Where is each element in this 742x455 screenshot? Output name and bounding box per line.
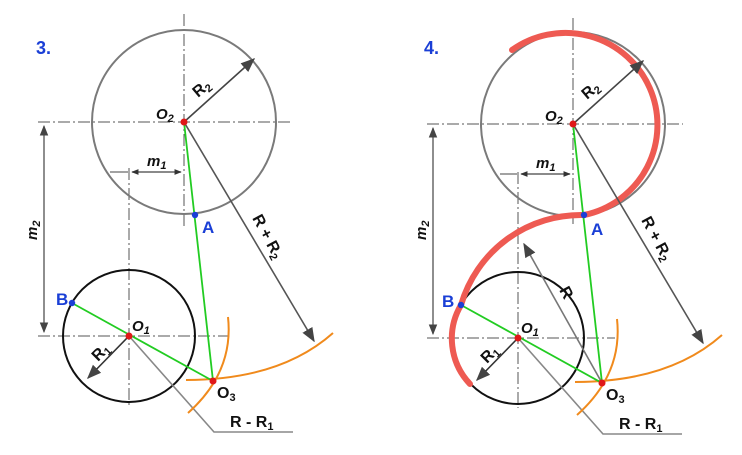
o2-sub: 2 bbox=[556, 115, 563, 127]
radius-r1-arrow bbox=[475, 337, 519, 382]
radius-r-plus-r2-arrow bbox=[572, 123, 704, 345]
centerlines-o1 bbox=[38, 168, 228, 408]
radius-r2-arrow bbox=[183, 58, 256, 123]
svg-text:R1: R1 bbox=[478, 342, 504, 368]
r-plus-r2-label: R + R bbox=[637, 214, 672, 259]
point-b-dot bbox=[68, 299, 76, 307]
radius-r-arrow bbox=[523, 242, 603, 384]
center-o3-dot bbox=[598, 379, 606, 387]
point-a-dot bbox=[191, 211, 199, 219]
dimension-m1: m1 bbox=[500, 155, 571, 177]
m1-label: m bbox=[536, 155, 549, 172]
r-plus-r2-sub: 2 bbox=[655, 254, 668, 265]
arc-r-plus-r2 bbox=[185, 332, 334, 381]
conjugate-curve-lower bbox=[448, 302, 473, 387]
circle-o1 bbox=[62, 269, 196, 403]
circle-o2 bbox=[91, 29, 277, 215]
point-a-label: A bbox=[202, 218, 214, 237]
arc-r-plus-r2 bbox=[574, 334, 723, 383]
svg-text:m1: m1 bbox=[536, 155, 555, 174]
svg-text:O1: O1 bbox=[521, 320, 539, 339]
svg-text:m2: m2 bbox=[24, 221, 43, 240]
svg-text:O2: O2 bbox=[545, 108, 563, 127]
green-connectors bbox=[71, 121, 214, 382]
o2-label: O bbox=[156, 106, 168, 123]
o3-label: O bbox=[606, 387, 618, 404]
r-minus-r1-label: R - R bbox=[230, 414, 268, 431]
o1-sub: 1 bbox=[533, 327, 539, 339]
center-o2-dot bbox=[569, 120, 577, 128]
center-o1-dot bbox=[125, 332, 133, 340]
m2-sub: 2 bbox=[31, 221, 43, 228]
svg-text:m1: m1 bbox=[147, 153, 166, 172]
svg-text:R2: R2 bbox=[579, 79, 605, 105]
dimension-m2: m2 bbox=[413, 126, 438, 336]
step-number: 3. bbox=[36, 38, 51, 58]
svg-text:R2: R2 bbox=[190, 77, 216, 103]
o1-label: O bbox=[521, 320, 533, 337]
r-minus-r1-leader bbox=[128, 335, 293, 433]
arc-r-minus-r1 bbox=[187, 316, 230, 414]
panel-step-3: 3. m2 m1 bbox=[24, 14, 334, 433]
svg-text:O1: O1 bbox=[132, 318, 150, 337]
svg-text:R1: R1 bbox=[89, 340, 115, 366]
o2-label: O bbox=[545, 108, 557, 125]
radius-r-plus-r2-arrow bbox=[183, 121, 315, 343]
point-b-dot bbox=[457, 301, 465, 309]
centerlines-o1 bbox=[427, 172, 615, 408]
o2-sub: 2 bbox=[167, 113, 174, 125]
svg-text:R - R1: R - R1 bbox=[619, 416, 662, 435]
arc-r-minus-r1 bbox=[576, 318, 619, 416]
green-connectors bbox=[460, 123, 603, 384]
dimension-m2: m2 bbox=[24, 124, 49, 334]
point-a-dot bbox=[580, 211, 588, 219]
m2-sub: 2 bbox=[420, 221, 432, 228]
o3-sub: 3 bbox=[618, 394, 624, 406]
point-b-label: B bbox=[56, 290, 68, 309]
r-minus-r1-sub: 1 bbox=[656, 423, 662, 435]
m2-label: m bbox=[24, 227, 41, 240]
point-b-label: B bbox=[442, 292, 454, 311]
panel-step-4: 4. m2 m1 bbox=[413, 18, 723, 435]
m1-sub: 1 bbox=[549, 162, 555, 174]
center-o3-dot bbox=[209, 377, 217, 385]
svg-text:m2: m2 bbox=[413, 221, 432, 240]
conjugate-curve-upper bbox=[509, 29, 661, 218]
m1-label: m bbox=[147, 153, 160, 170]
point-a-label: A bbox=[591, 220, 603, 239]
svg-text:O3: O3 bbox=[606, 387, 625, 406]
center-o2-dot bbox=[180, 118, 188, 126]
r-minus-r1-sub: 1 bbox=[267, 421, 273, 433]
m2-label: m bbox=[413, 227, 430, 240]
o1-sub: 1 bbox=[144, 325, 150, 337]
dimension-m1: m1 bbox=[110, 153, 182, 175]
svg-text:R - R1: R - R1 bbox=[230, 414, 273, 433]
conjugate-curve-transition bbox=[458, 211, 587, 308]
center-o1-dot bbox=[514, 334, 522, 342]
r-plus-r2-sub: 2 bbox=[266, 252, 279, 263]
o3-label: O bbox=[217, 385, 229, 402]
radius-r1-arrow bbox=[86, 335, 130, 380]
r-minus-r1-leader bbox=[517, 337, 682, 435]
svg-text:O3: O3 bbox=[217, 385, 236, 404]
m1-sub: 1 bbox=[160, 160, 166, 172]
o3-sub: 3 bbox=[229, 392, 235, 404]
svg-text:O2: O2 bbox=[156, 106, 174, 125]
o1-label: O bbox=[132, 318, 144, 335]
radius-r2-arrow bbox=[572, 60, 645, 125]
step-number: 4. bbox=[424, 38, 439, 58]
r-plus-r2-label: R + R bbox=[248, 212, 283, 257]
r-minus-r1-label: R - R bbox=[619, 416, 657, 433]
